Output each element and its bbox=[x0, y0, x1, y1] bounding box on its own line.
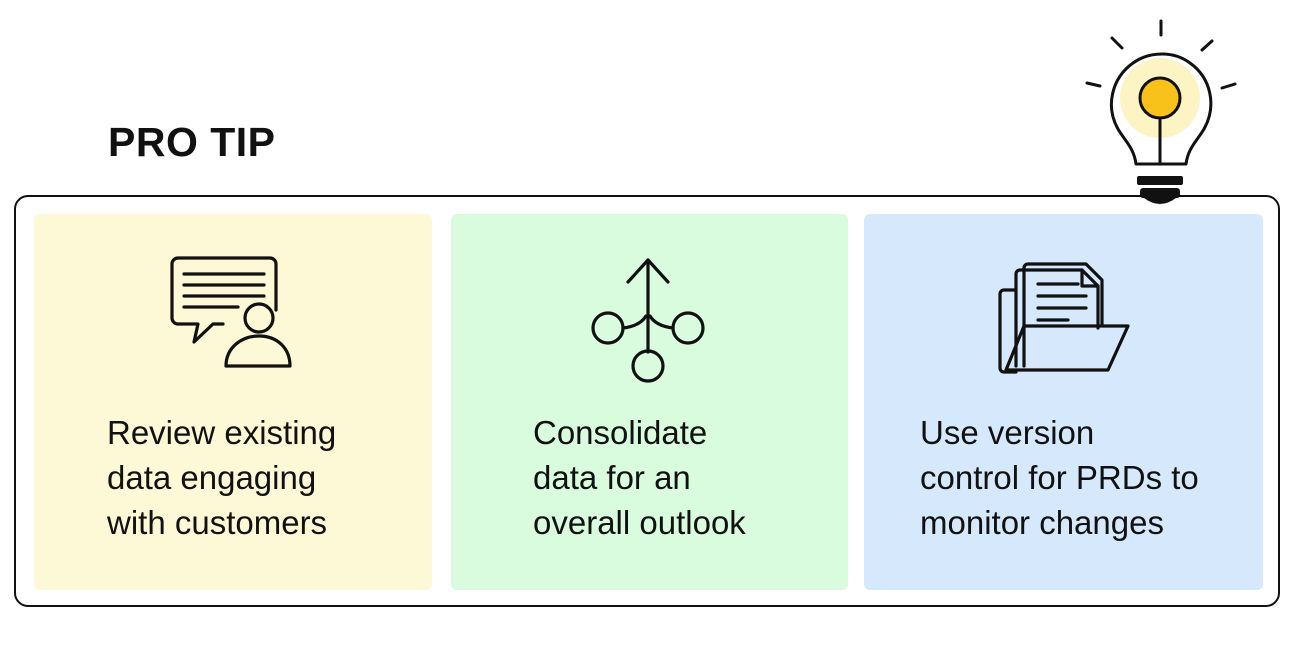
tip-card-review: Review existing data engaging with custo… bbox=[34, 214, 432, 590]
tip-card-version-control: Use version control for PRDs to monitor … bbox=[864, 214, 1263, 590]
tip-text-consolidate: Consolidate data for an overall outlook bbox=[533, 414, 746, 541]
data-merge-icon bbox=[591, 258, 705, 383]
document-folder-icon bbox=[998, 262, 1130, 374]
tip-text-review: Review existing data engaging with custo… bbox=[107, 414, 337, 541]
pro-tip-title: PRO TIP bbox=[108, 119, 276, 165]
tips-frame bbox=[14, 195, 1280, 607]
tip-text-version-control: Use version control for PRDs to monitor … bbox=[920, 414, 1199, 541]
lightbulb-icon bbox=[1085, 19, 1237, 204]
tip-card-consolidate: Consolidate data for an overall outlook bbox=[451, 214, 848, 590]
chat-user-icon bbox=[170, 256, 292, 368]
bulb-filament bbox=[1138, 76, 1182, 120]
